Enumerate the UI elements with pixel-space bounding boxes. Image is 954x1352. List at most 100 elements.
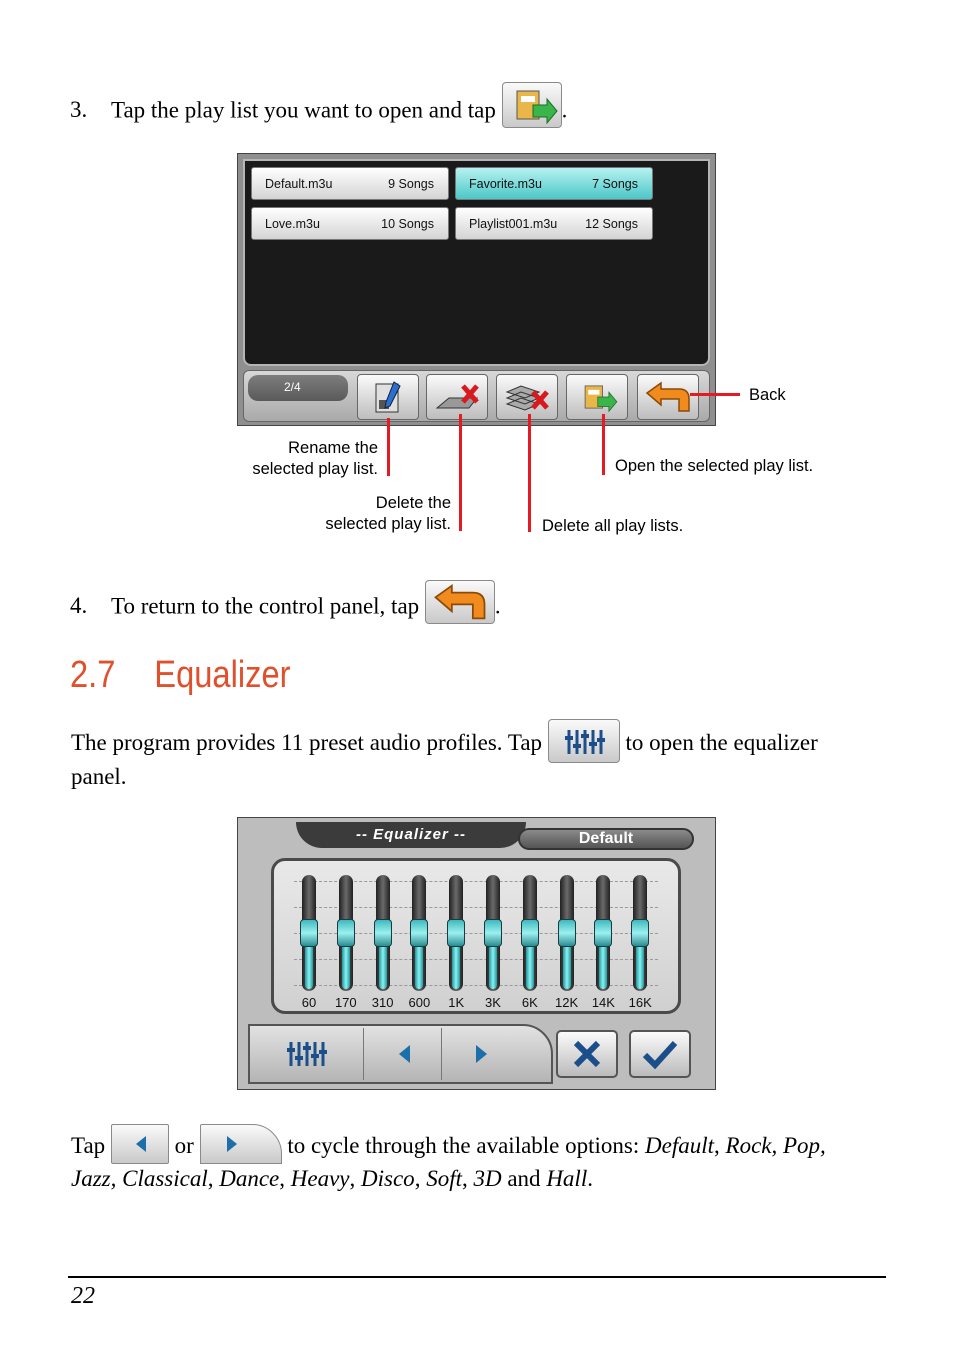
open-icon (584, 385, 618, 413)
band-level-fill (378, 933, 387, 989)
band-level-fill (562, 933, 571, 989)
band-label: 16K (628, 995, 652, 1010)
delete-playlist-button[interactable] (426, 374, 488, 420)
band-label: 1K (448, 995, 465, 1010)
back-button[interactable] (637, 374, 699, 420)
open-playlist-button[interactable] (566, 374, 628, 420)
rename-playlist-button[interactable] (357, 374, 419, 420)
close-icon (573, 1040, 601, 1068)
next-preset-button[interactable] (444, 1028, 520, 1080)
callout-line-open (602, 414, 605, 475)
band-slider[interactable] (447, 875, 466, 991)
callout-line-rename (387, 418, 390, 476)
band-label: 600 (408, 995, 431, 1010)
page-number: 22 (71, 1283, 95, 1309)
checkmark-icon (642, 1040, 678, 1069)
step-text: To return to the control panel, tap (111, 593, 420, 619)
band-slider[interactable] (300, 875, 318, 991)
band-level-fill (452, 933, 461, 989)
band-level-fill (415, 933, 424, 989)
back-arrow-icon (645, 381, 690, 412)
equalizer-title: -- Equalizer -- (296, 822, 526, 848)
rename-icon (375, 381, 401, 413)
band-label: 14K (591, 995, 615, 1010)
equalizer-toggle-button[interactable] (252, 1028, 364, 1080)
confirm-button[interactable] (629, 1030, 691, 1078)
band-level-fill (305, 933, 313, 989)
band-label: 12K (555, 995, 579, 1010)
step-4: 4.To return to the control panel, tap . (70, 580, 501, 624)
cancel-button[interactable] (556, 1030, 618, 1078)
band-slider[interactable] (594, 875, 613, 991)
annotation-delete: Delete the selected play list. (325, 494, 451, 533)
page-indicator: 2/4 (248, 375, 348, 401)
band-label: 6K (521, 995, 538, 1010)
band-level-fill (599, 933, 608, 989)
callout-line-delete-all (528, 414, 531, 532)
slider-knob[interactable] (557, 919, 576, 947)
band-level-fill (525, 933, 534, 989)
annotation-back: Back (749, 386, 786, 404)
slider-knob[interactable] (484, 919, 502, 947)
band-label: 3K (485, 995, 501, 1010)
equalizer-button-icon (547, 718, 620, 763)
preset-instructions-line2: Jazz, Classical, Dance, Heavy, Disco, So… (71, 1166, 593, 1191)
slider-knob[interactable] (447, 919, 466, 947)
equalizer-intro: The program provides 11 preset audio pro… (71, 718, 818, 763)
section-title: Equalizer (154, 654, 291, 696)
band-slider[interactable] (557, 875, 576, 991)
annotation-open: Open the selected play list. (615, 457, 814, 475)
section-number: 2.7 (70, 654, 116, 696)
slider-knob[interactable] (373, 919, 392, 947)
equalizer-intro-line2: panel. (71, 764, 127, 789)
slider-knob[interactable] (336, 919, 355, 947)
delete-all-playlists-button[interactable] (496, 374, 558, 420)
playlist-toolbar: 2/4 (243, 370, 710, 422)
previous-button-icon (110, 1123, 169, 1164)
guide-line (294, 985, 658, 986)
next-button-icon (199, 1123, 282, 1164)
equalizer-icon (286, 1042, 327, 1066)
band-slider[interactable] (631, 875, 650, 991)
equalizer-nav-bar (248, 1024, 553, 1084)
footer-rule (68, 1276, 886, 1278)
band-slider[interactable] (484, 875, 502, 991)
guide-line (294, 933, 658, 934)
chevron-left-icon (398, 1045, 410, 1063)
callout-line-back (690, 393, 740, 396)
band-slider[interactable] (410, 875, 429, 991)
slider-knob[interactable] (520, 919, 539, 947)
step-text: Tap the play list you want to open and t… (111, 97, 496, 123)
guide-line (294, 907, 658, 908)
step-number: 4. (70, 593, 88, 619)
annotation-rename: Rename the selected play list. (252, 439, 378, 478)
band-slider[interactable] (336, 875, 355, 991)
slider-knob[interactable] (300, 919, 318, 947)
callout-line-delete (459, 414, 462, 531)
preset-instructions-line1: Tap or to cycle through the available op… (71, 1123, 826, 1164)
slider-knob[interactable] (410, 919, 429, 947)
back-button-icon (424, 580, 495, 624)
band-level-fill (636, 933, 645, 989)
previous-preset-button[interactable] (366, 1028, 442, 1080)
delete-icon (435, 384, 479, 409)
annotation-delete-all: Delete all play lists. (542, 517, 684, 535)
band-slider[interactable] (373, 875, 392, 991)
band-slider[interactable] (520, 875, 539, 991)
band-label: 170 (334, 995, 357, 1010)
slider-knob[interactable] (631, 919, 650, 947)
band-level-fill (489, 933, 497, 989)
band-label: 310 (371, 995, 394, 1010)
slider-knob[interactable] (594, 919, 613, 947)
guide-line (294, 881, 658, 882)
section-heading: 2.7 Equalizer (70, 653, 291, 697)
open-playlist-button-icon (501, 82, 562, 128)
guide-line (294, 959, 658, 960)
